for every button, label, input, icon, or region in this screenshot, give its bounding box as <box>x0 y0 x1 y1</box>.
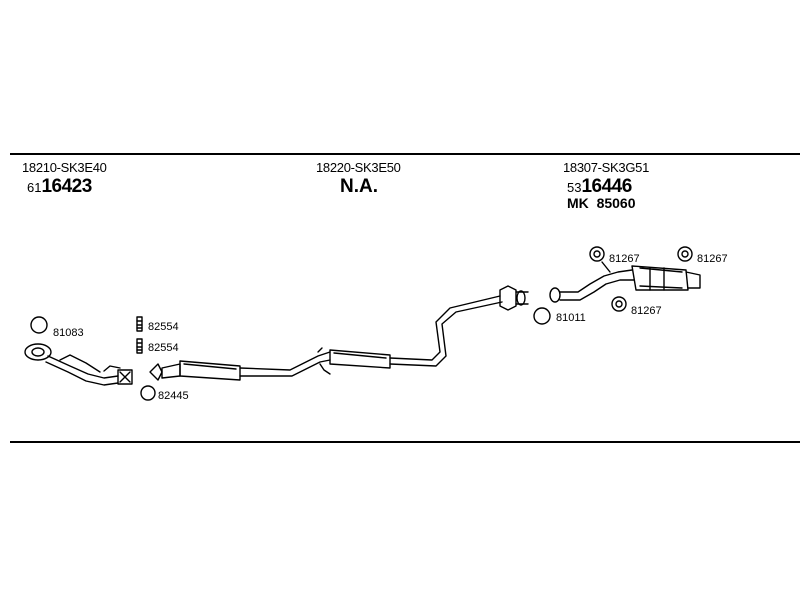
mk-label: MK <box>567 195 589 211</box>
not-available-label: N.A. <box>340 176 378 197</box>
part-label: 81267 <box>609 253 640 265</box>
ref-number-rear-muffler: 5316446 <box>567 176 632 198</box>
oem-number-front-pipe: 18210-SK3E40 <box>22 160 107 175</box>
center-pipe <box>161 295 503 381</box>
ref-main-number: 16423 <box>41 176 92 197</box>
part-label: 81267 <box>697 253 728 265</box>
part-label: 82554 <box>148 342 179 354</box>
part-label: 81083 <box>53 327 84 339</box>
ref-prefix: 53 <box>567 180 582 195</box>
oem-number-center-pipe: 18220-SK3E50 <box>316 160 401 175</box>
bolt-icon <box>136 316 143 332</box>
rubber-hanger-icon <box>677 246 693 262</box>
part-label: 81267 <box>631 305 662 317</box>
mk-kit-number: MK 85060 <box>567 195 636 211</box>
ref-number-front-pipe: 6116423 <box>27 176 92 198</box>
seal-ring-icon <box>533 307 551 325</box>
ref-main-number: 16446 <box>581 176 632 197</box>
top-divider <box>10 153 800 155</box>
pipe-joint <box>499 285 529 311</box>
bolt-icon <box>136 338 143 354</box>
seal-ring-icon <box>140 385 156 401</box>
ref-prefix: 61 <box>27 180 42 195</box>
rubber-hanger-icon <box>611 296 627 312</box>
gasket-ring-icon <box>30 316 48 334</box>
part-label: 82445 <box>158 390 189 402</box>
part-label: 81011 <box>556 312 586 324</box>
mk-number: 85060 <box>596 195 636 211</box>
bottom-divider <box>10 441 800 443</box>
part-label: 82554 <box>148 321 179 333</box>
cone-spring-icon <box>149 363 163 381</box>
rubber-hanger-icon <box>589 246 611 273</box>
rear-muffler <box>549 265 701 303</box>
front-pipe <box>24 343 133 386</box>
oem-number-rear-muffler: 18307-SK3G51 <box>563 160 650 175</box>
